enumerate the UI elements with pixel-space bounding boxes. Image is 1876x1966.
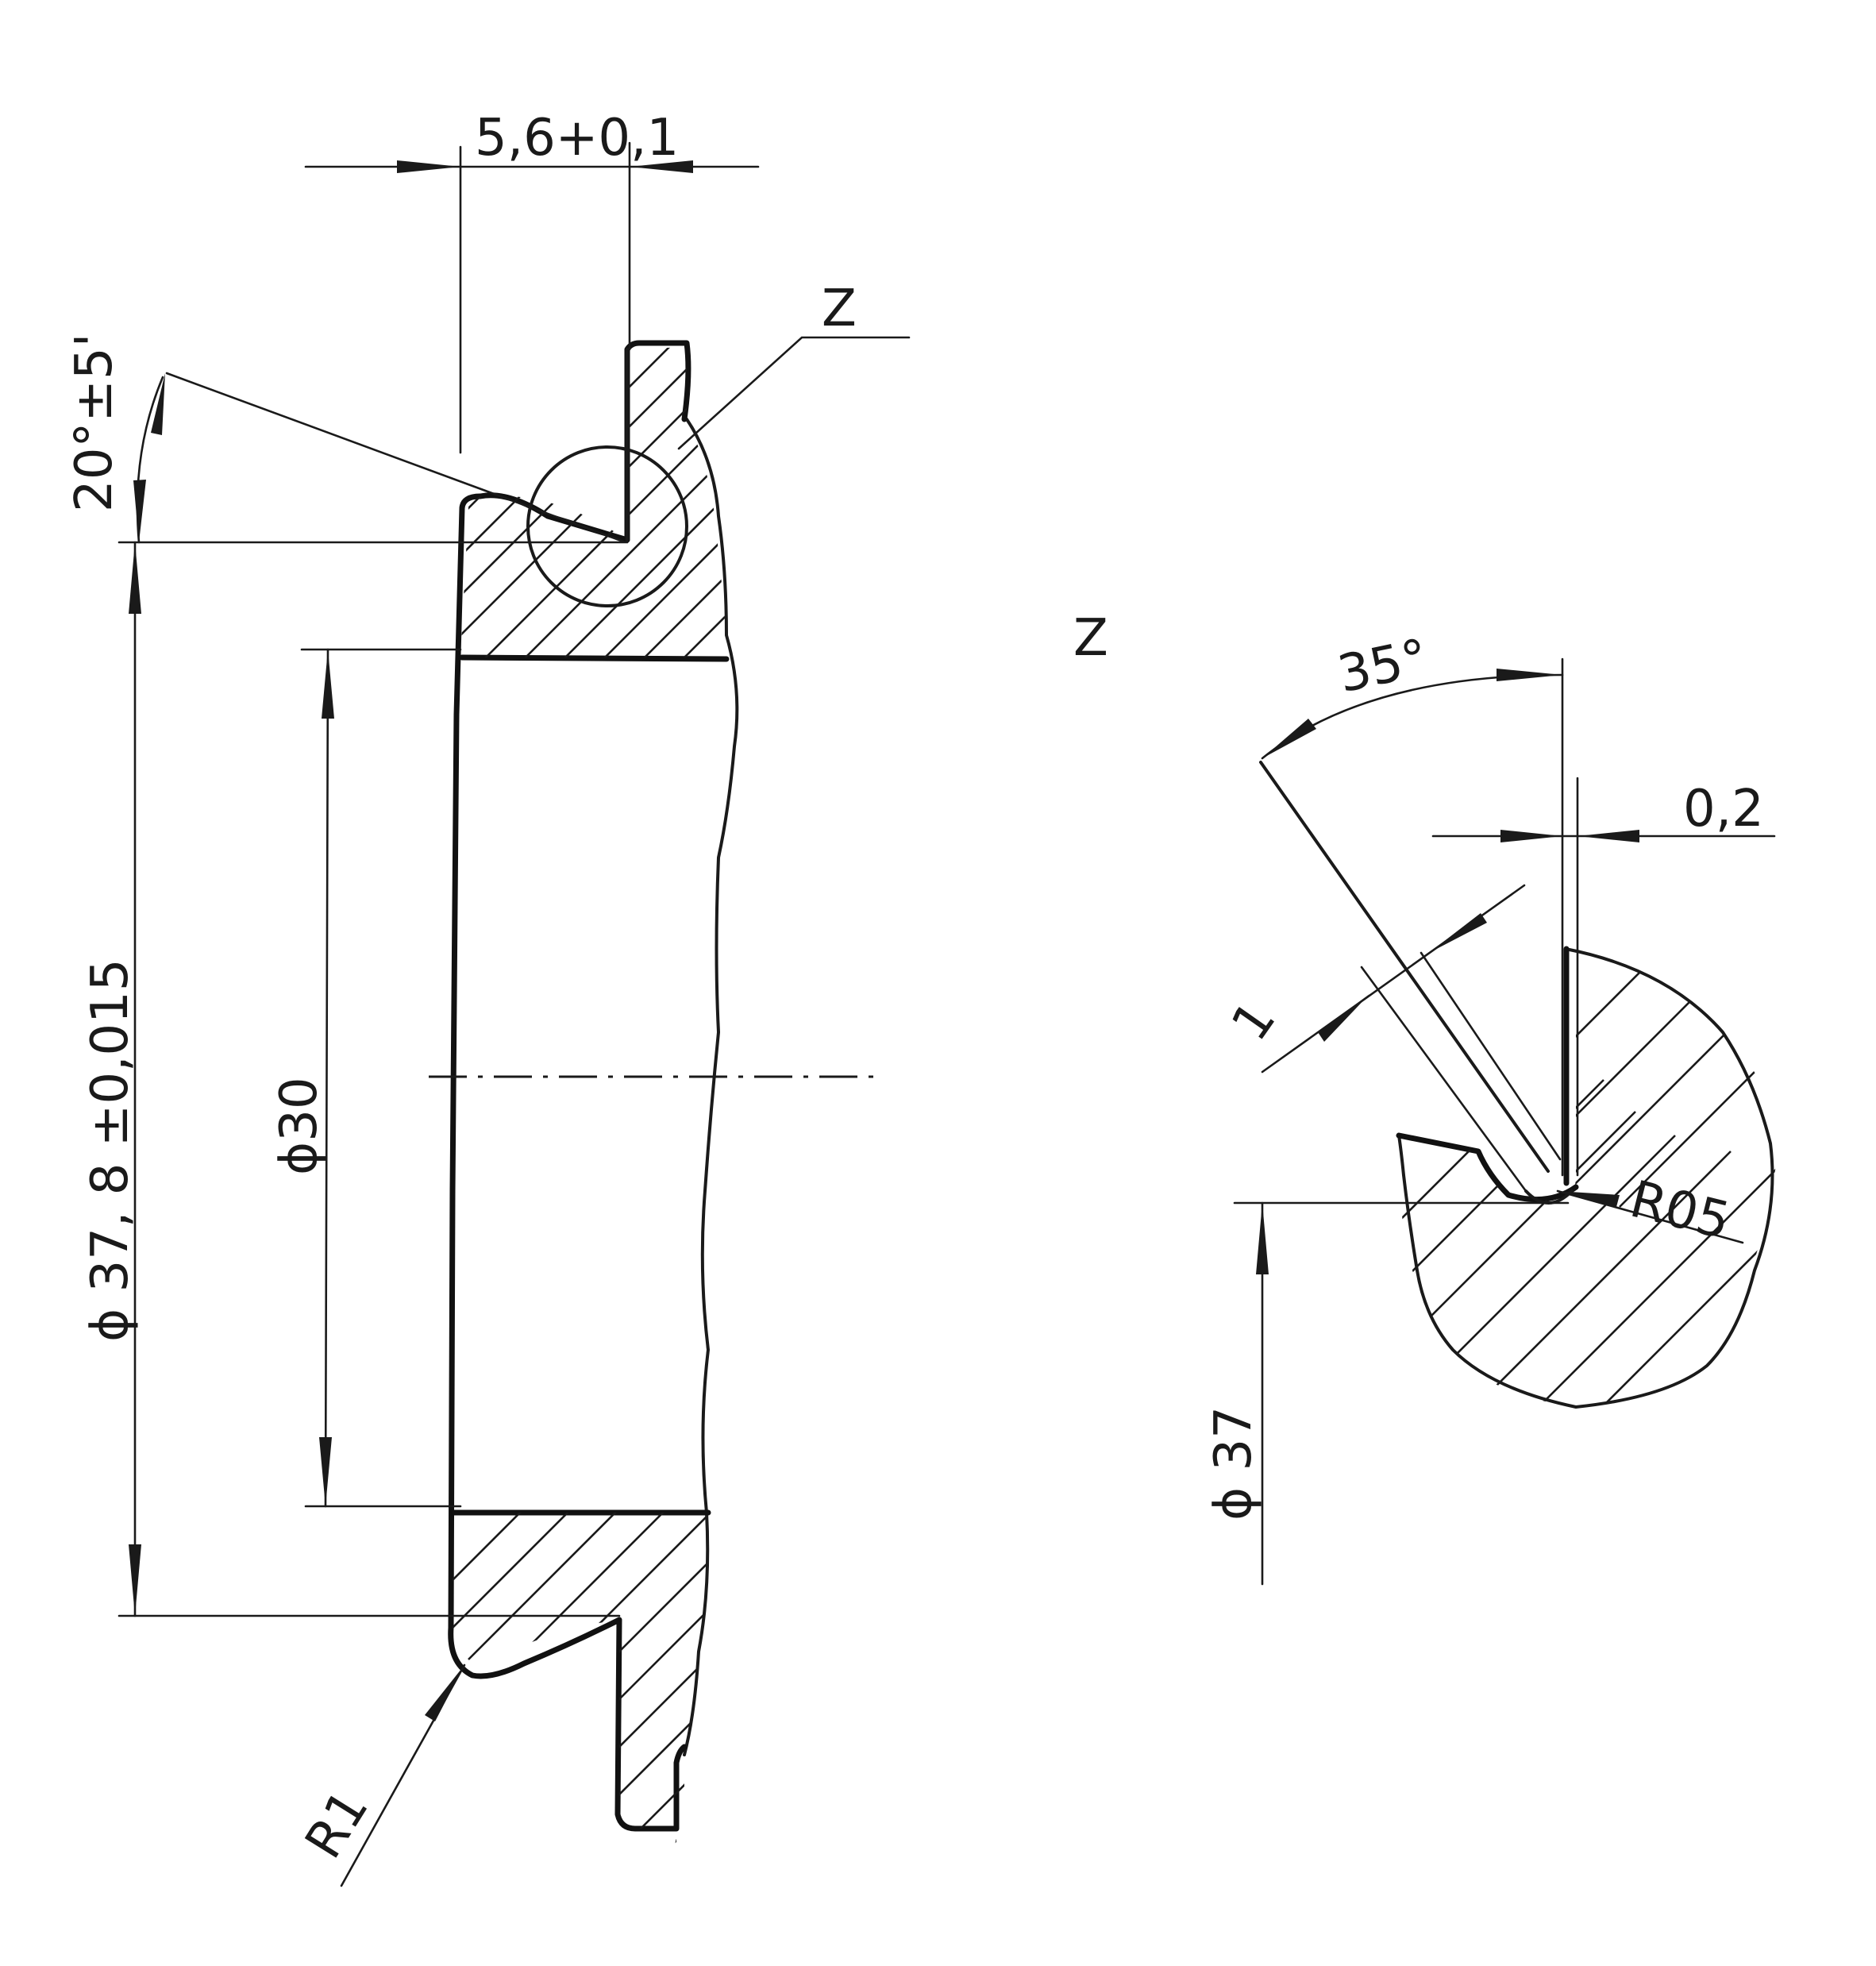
detail-radius-label: R05 [1624,1170,1735,1251]
arrow-bore-bottom [319,1437,332,1506]
detail-offset-label: 0,2 [1683,780,1764,838]
arrow-od-bottom [129,1544,141,1616]
arrow-od-top [129,542,141,614]
arrow-35-left [1262,719,1316,758]
outer-dia-label: ϕ 37, 8 ±0,015 [81,958,140,1342]
arrow-angle-top [151,373,165,435]
main-dimensions: 5,6+0,1 Z 20°±5' ϕ 37, 8 ±0,015 ϕ30 R1 [65,109,911,1887]
detail-z: Z 35° 0,2 1 R05 [1073,609,1778,1586]
top-part-base [459,654,730,662]
arrow-d37 [1256,1203,1269,1274]
arrow-angle-bottom [133,480,146,542]
arrow-w1-right [1429,913,1487,953]
detail-title-label: Z [1073,609,1108,668]
detail-dia-label: ϕ 37 [1204,1406,1263,1521]
tool-edge-1 [1360,966,1527,1193]
arrow-r1 [425,1665,464,1721]
arrow-r05 [1558,1191,1620,1207]
detail-hatching [1398,960,1778,1405]
bore-inner-edge [448,505,465,1631]
break-outline [683,418,739,1756]
arrow-35-right [1497,669,1562,681]
tool-edge-2 [1420,951,1562,1161]
detail-body-outline [1397,947,1774,1409]
radius-main-label: R1 [295,1780,380,1868]
detail-circle-z [526,445,688,607]
tool-edge-outer [1259,761,1550,1173]
arrow-02-left [1500,830,1562,842]
angle-dim-label: 20°±5' [65,333,124,512]
bore-dia-label: ϕ30 [270,1077,329,1175]
detail-groove-top [1396,1132,1579,1203]
bottom-part-outline [448,1509,710,1832]
detail-ref-label: Z [822,279,857,338]
arrow-bore-top [322,650,334,719]
arrow-02-right [1577,830,1639,842]
arrow-width-left [397,160,460,173]
width-dim-label: 5,6+0,1 [475,109,679,168]
detail-width-label: 1 [1220,991,1287,1051]
detail-angle-label: 35° [1333,628,1433,704]
arrow-w1-left [1318,994,1369,1042]
main-section [429,340,873,1867]
arrow-width-right [630,160,693,173]
